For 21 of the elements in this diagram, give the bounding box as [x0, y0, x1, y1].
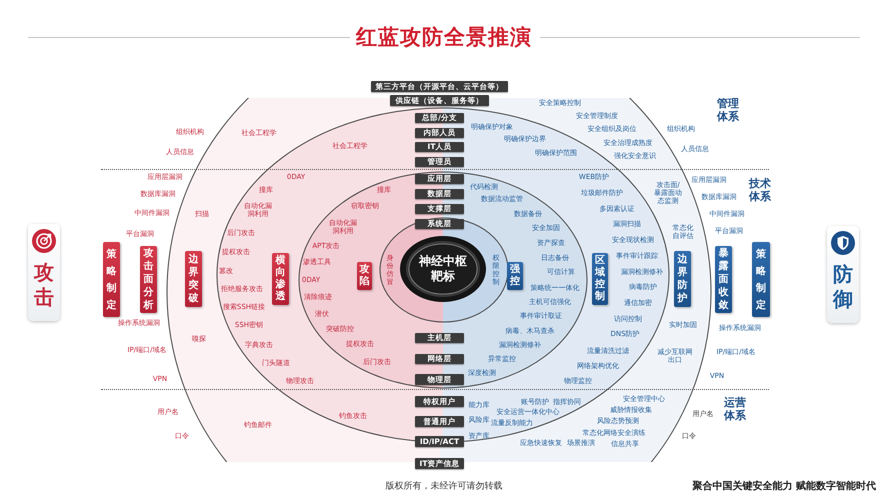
section-heading: 管理体系 [716, 97, 740, 123]
footer-note: 版权所有，未经许可请勿转载 [386, 482, 502, 492]
attack-stage-box: 攻陷 [357, 262, 372, 290]
defense-stage-box: 强控 [507, 262, 523, 290]
attack-stage-box: 策略制定 [103, 242, 120, 317]
title: 红蓝攻防全景推演 [356, 24, 532, 51]
section-heading: 技术体系 [748, 177, 772, 203]
slogan-text: 聚合中国关键安全能力 赋能数字智能时代 [692, 481, 876, 493]
defense-stage-box: 暴露面收敛 [715, 246, 732, 313]
attack-stage-box: 攻击面分析 [140, 246, 157, 313]
attack-stage-box: 边界突破 [185, 251, 202, 307]
defense-stage-box: 边界防护 [674, 251, 691, 307]
core-ellipse: 神经中枢靶标 [400, 236, 486, 302]
attack-stage-box: 横向渗透 [272, 253, 289, 305]
defense-stage-box: 区域控制 [592, 253, 608, 305]
side-panel [827, 226, 859, 323]
section-heading: 运营体系 [723, 396, 747, 422]
side-panel [28, 224, 60, 321]
panel-heading: 攻击 [32, 260, 55, 310]
defense-stage-box: 策略制定 [752, 242, 770, 317]
panel-heading: 防御 [832, 262, 854, 312]
